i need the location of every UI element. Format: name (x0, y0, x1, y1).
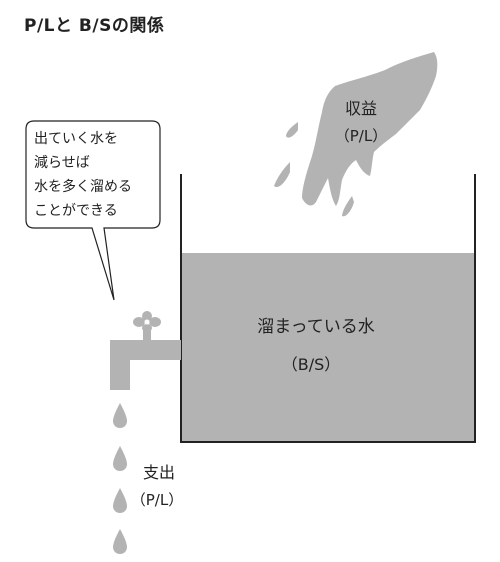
tank-label: 溜まっている水 (257, 317, 374, 337)
revenue-stream (274, 52, 438, 217)
expense-drops (113, 403, 127, 554)
callout-line-3: 水を多く溜める (34, 178, 132, 195)
revenue-splash-droplet (342, 196, 354, 217)
callout-line-2: 減らせば (34, 154, 90, 171)
revenue-splash-droplet (286, 122, 298, 138)
tank-water (181, 253, 475, 442)
revenue-splash-droplet (274, 162, 290, 188)
faucet-spout (110, 340, 181, 390)
callout-line-1: 出ていく水を (34, 131, 118, 147)
faucet-stem (143, 329, 151, 341)
revenue-label: 収益 (345, 99, 377, 118)
tank-sub-label: （B/S） (282, 355, 341, 374)
faucet (110, 311, 181, 390)
faucet-handle-icon (133, 311, 161, 332)
water-drop-icon (113, 403, 127, 428)
diagram-title: P/Lと B/Sの関係 (24, 16, 165, 36)
revenue-splash (302, 52, 438, 206)
revenue-sub-label: （P/L） (335, 127, 387, 145)
expense-sub-label: （P/L） (131, 491, 183, 509)
tank-outline (180, 174, 476, 443)
water-drop-icon (113, 488, 127, 513)
expense-label: 支出 (143, 463, 175, 482)
callout-bubble (25, 120, 161, 301)
callout-line-4: ことができる (34, 203, 118, 219)
water-drop-icon (113, 446, 127, 471)
water-drop-icon (113, 529, 127, 554)
